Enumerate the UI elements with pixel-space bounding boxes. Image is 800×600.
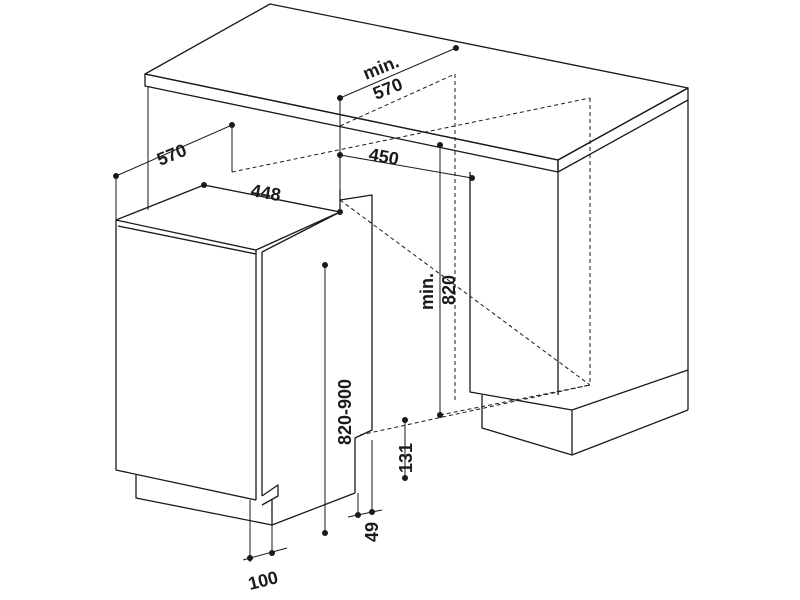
label-appliance-height: 820-900 bbox=[335, 379, 355, 445]
niche-outline bbox=[231, 73, 591, 436]
label-niche-height-min-value: 820 bbox=[439, 275, 459, 305]
countertop bbox=[144, 3, 689, 173]
dimension-labels: min. 570 450 570 448 min. 820 820-900 13… bbox=[154, 51, 459, 594]
right-cabinet bbox=[469, 100, 689, 456]
label-appliance-width: 448 bbox=[249, 180, 282, 205]
label-plinth-depth: 100 bbox=[246, 567, 280, 594]
dishwasher bbox=[115, 184, 373, 526]
label-appliance-depth: 570 bbox=[154, 140, 189, 170]
label-niche-height-min-prefix: min. bbox=[417, 273, 437, 310]
label-plinth-height: 131 bbox=[396, 443, 416, 473]
label-door-offset: 49 bbox=[362, 522, 382, 542]
dimension-lines bbox=[113, 45, 475, 562]
label-niche-width: 450 bbox=[367, 144, 400, 169]
